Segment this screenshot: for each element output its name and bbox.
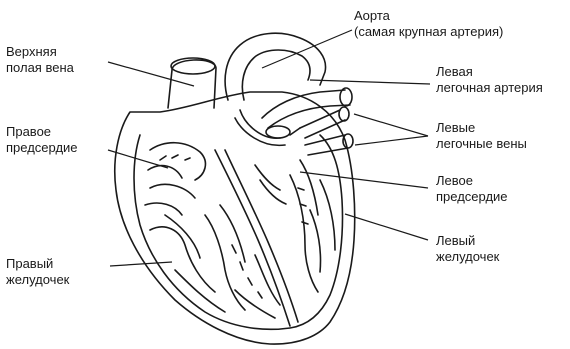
leader-svc	[108, 62, 194, 86]
label-right-atrium: Правое предсердие	[6, 124, 78, 156]
leader-left-pulmonary-artery	[310, 80, 430, 84]
aortic-arch	[225, 33, 325, 100]
leader-left-pulmonary-veins-1	[354, 114, 428, 136]
label-right-ventricle: Правый желудочек	[6, 256, 69, 288]
label-left-atrium: Левое предсердие	[436, 173, 508, 205]
label-left-pulmonary-veins: Левые легочные вены	[436, 120, 527, 152]
label-left-pulmonary-artery: Левая легочная артерия	[436, 64, 543, 96]
leader-right-ventricle	[110, 262, 172, 266]
leader-right-atrium	[108, 150, 168, 168]
left-ventricle-texture	[290, 160, 335, 292]
septum	[215, 150, 290, 326]
right-ventricle-texture	[150, 205, 280, 318]
label-superior-vena-cava: Верхняя полая вена	[6, 44, 74, 76]
heart-outer-wall	[115, 92, 355, 344]
right-atrium-texture	[145, 143, 205, 215]
leader-left-pulmonary-veins-2	[355, 136, 428, 145]
label-left-ventricle: Левый желудочек	[436, 233, 499, 265]
heart-inner-wall	[134, 135, 343, 329]
leader-left-ventricle	[345, 214, 428, 240]
label-aorta: Аорта (самая крупная артерия)	[354, 8, 503, 40]
pulmonary-veins	[290, 107, 353, 155]
